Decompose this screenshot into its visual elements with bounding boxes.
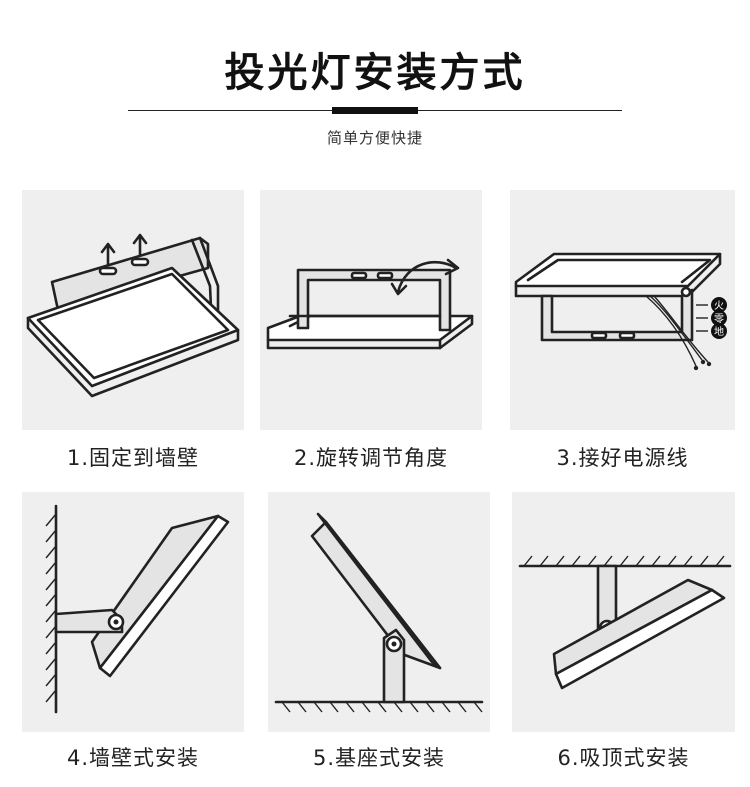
neutral-wire-label: 零	[714, 313, 724, 325]
step-6-illustration	[512, 492, 735, 732]
step-4-caption: 4.墙壁式安装	[66, 746, 200, 770]
step-5-caption: 5.基座式安装	[312, 746, 446, 770]
step-3-caption: 3.接好电源线	[556, 446, 689, 470]
title-divider-accent	[332, 107, 418, 114]
step-2-caption: 2.旋转调节角度	[293, 446, 449, 470]
ceiling-mount-icon	[518, 555, 732, 690]
rotate-adjust-icon	[266, 258, 474, 350]
ground-wire-label: 地	[714, 325, 724, 338]
step-1-caption: 1.固定到墙壁	[66, 446, 200, 470]
page-subtitle: 简单方便快捷	[326, 129, 423, 147]
live-wire-label: 火	[714, 300, 724, 312]
step-6-caption: 6.吸顶式安装	[557, 746, 690, 770]
wiring-connect-icon: 火 零 地	[514, 252, 727, 371]
wall-mount-icon	[45, 504, 230, 714]
step-2-illustration	[260, 190, 482, 430]
wall-fix-icon	[26, 233, 240, 398]
base-mount-icon	[274, 512, 484, 713]
step-5-illustration	[268, 492, 490, 732]
step-1-illustration	[22, 190, 244, 430]
step-4-illustration	[22, 492, 244, 732]
step-3-illustration: 火 零 地	[510, 190, 735, 430]
page-title: 投光灯安装方式	[224, 50, 526, 96]
